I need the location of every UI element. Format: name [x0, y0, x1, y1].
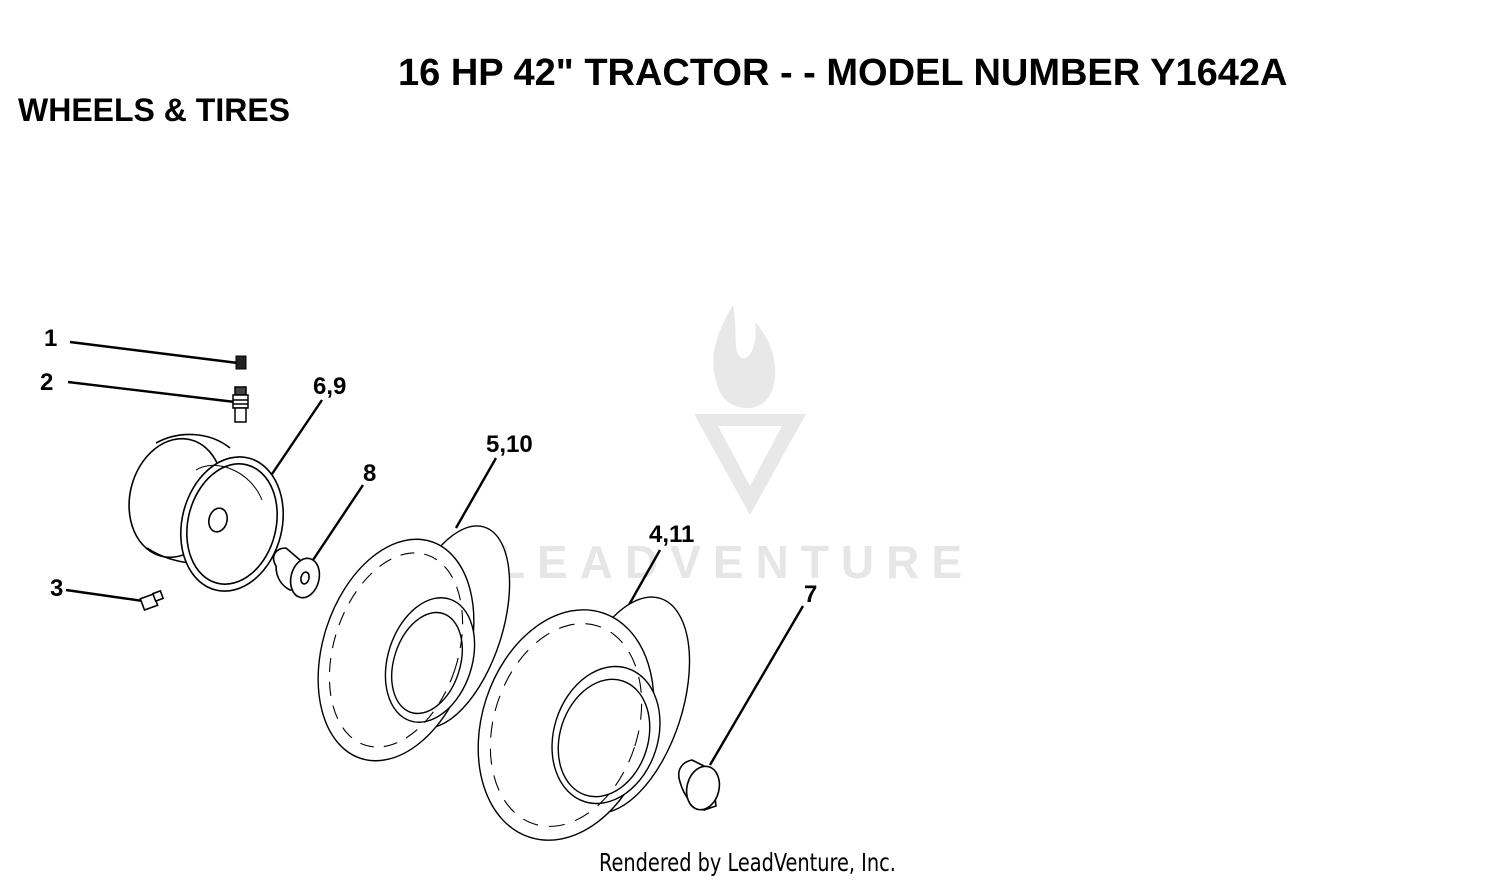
callout-6-9: 6,9 [313, 373, 346, 400]
leadventure-watermark: LEADVENTURE [497, 305, 974, 588]
grease-fitting-part [139, 589, 165, 612]
callout-8: 8 [363, 460, 376, 487]
callout-7: 7 [804, 581, 817, 608]
bushing-part [272, 547, 321, 599]
leader-line-510 [454, 457, 498, 529]
leader-line-7 [708, 605, 805, 766]
leader-line-1 [69, 340, 239, 365]
leader-line-3 [65, 588, 144, 603]
footer-credit: Rendered by LeadVenture, Inc. [599, 848, 896, 877]
wheel-rim-part [128, 433, 285, 592]
rear-tire-part [477, 596, 691, 841]
watermark-text: LEADVENTURE [497, 536, 974, 588]
leader-line-69 [271, 399, 323, 475]
callout-2: 2 [40, 369, 53, 396]
leader-line-8 [312, 484, 364, 561]
diagram-title: 16 HP 42" TRACTOR - - MODEL NUMBER Y1642… [398, 52, 1288, 94]
leader-line-2 [67, 380, 236, 404]
front-tire-part [317, 525, 511, 762]
callout-3: 3 [50, 575, 63, 602]
valve-stem-part [232, 386, 249, 423]
callout-4-11: 4,11 [649, 521, 694, 548]
valve-cap-part [235, 355, 247, 370]
callout-5-10: 5,10 [486, 431, 533, 458]
section-heading: WHEELS & TIRES [18, 92, 291, 128]
v-logo-icon [694, 414, 806, 515]
flame-logo-icon [713, 305, 776, 409]
hub-cap-part [677, 759, 721, 811]
callout-1: 1 [44, 325, 57, 352]
